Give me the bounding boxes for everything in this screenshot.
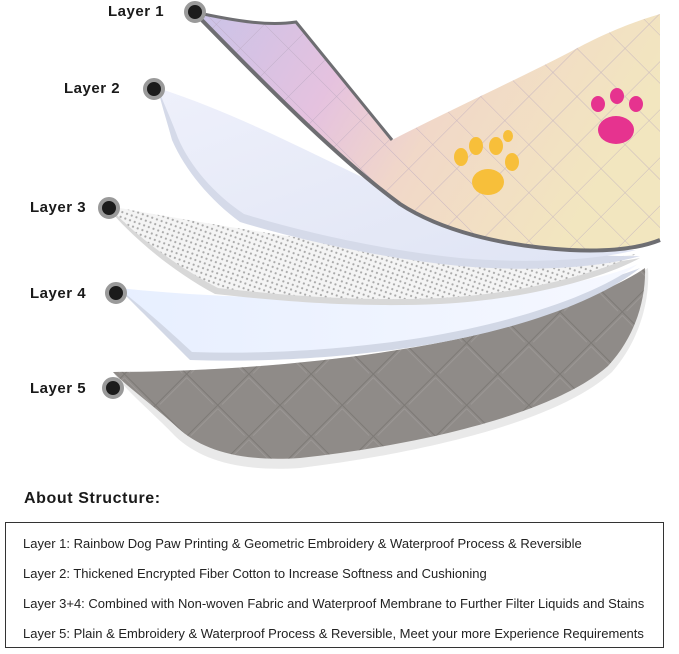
layer-5-description: Layer 5: Plain & Embroidery & Waterproof… [23, 626, 644, 641]
layer-3-4-description: Layer 3+4: Combined with Non-woven Fabri… [23, 596, 645, 611]
layer-4-label: Layer 4 [30, 285, 87, 302]
layer-3-label: Layer 3 [30, 199, 87, 216]
layer-4-membrane [118, 264, 640, 361]
layer-1-printed-fabric [192, 10, 661, 253]
layer-5-fabric [113, 268, 649, 469]
layer-3-marker [98, 197, 120, 219]
layer-4-marker [105, 282, 127, 304]
pink-paw-icon [591, 88, 643, 144]
layer-diagram [106, 10, 661, 469]
layer-5-marker [102, 377, 124, 399]
layer-2-label: Layer 2 [64, 80, 121, 97]
layer-1-description: Layer 1: Rainbow Dog Paw Printing & Geom… [23, 536, 582, 551]
layer-2-cotton [158, 88, 640, 269]
structure-description-box: Layer 1: Rainbow Dog Paw Printing & Geom… [5, 522, 664, 648]
layer-2-description: Layer 2: Thickened Encrypted Fiber Cotto… [23, 566, 487, 581]
layer-5-label: Layer 5 [30, 380, 87, 397]
layer-1-marker [184, 1, 206, 23]
layer-1-label: Layer 1 [108, 3, 165, 20]
layer-2-marker [143, 78, 165, 100]
yellow-paw-icon [454, 130, 519, 195]
about-structure-heading: About Structure: [24, 490, 161, 507]
